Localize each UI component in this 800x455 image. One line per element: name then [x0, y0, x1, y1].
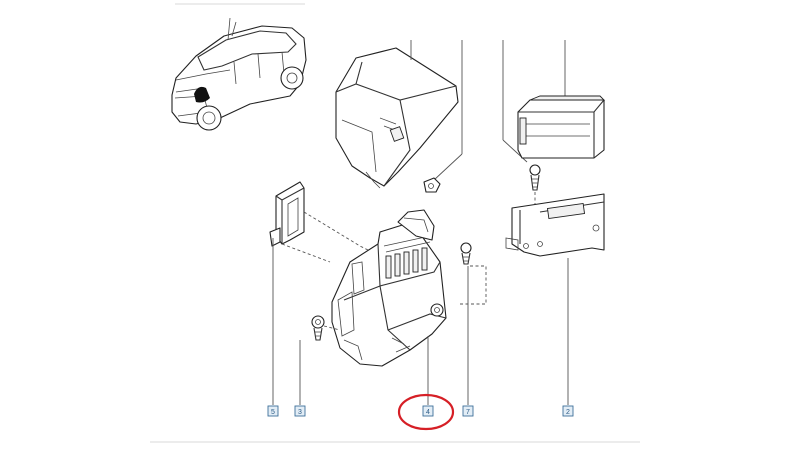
ref-label-4[interactable]: 4 — [422, 405, 434, 417]
leader-nut-b — [433, 153, 463, 181]
dash-screw-left — [323, 325, 341, 331]
fuse-slots — [385, 247, 428, 279]
ref-label-7[interactable]: 7 — [462, 405, 474, 417]
dash-bracket-box — [303, 211, 369, 251]
ref-label-3-text: 3 — [298, 409, 302, 416]
highlight-circle — [397, 393, 455, 431]
screw-icon-left — [311, 315, 325, 341]
screw-icon-box — [460, 242, 472, 265]
ref-label-4-text: 4 — [426, 409, 430, 416]
fuse-box-housing — [331, 209, 447, 367]
screw-icon-right — [529, 164, 541, 191]
ref-label-3[interactable]: 3 — [294, 405, 306, 417]
car-icon — [171, 17, 307, 131]
fuse-box-cover — [335, 47, 459, 189]
ref-label-7-text: 7 — [466, 409, 470, 416]
ref-label-2[interactable]: 2 — [562, 405, 574, 417]
ref-label-5-text: 5 — [271, 409, 275, 416]
module-unit — [517, 95, 606, 159]
nut-icon — [423, 177, 441, 193]
dash-screw-box — [460, 265, 487, 305]
dash-bracket-box-b — [281, 243, 331, 263]
ref-label-2-text: 2 — [566, 409, 570, 416]
mounting-plate — [505, 193, 605, 257]
bracket-clip — [269, 181, 305, 247]
ref-label-5[interactable]: 5 — [267, 405, 279, 417]
